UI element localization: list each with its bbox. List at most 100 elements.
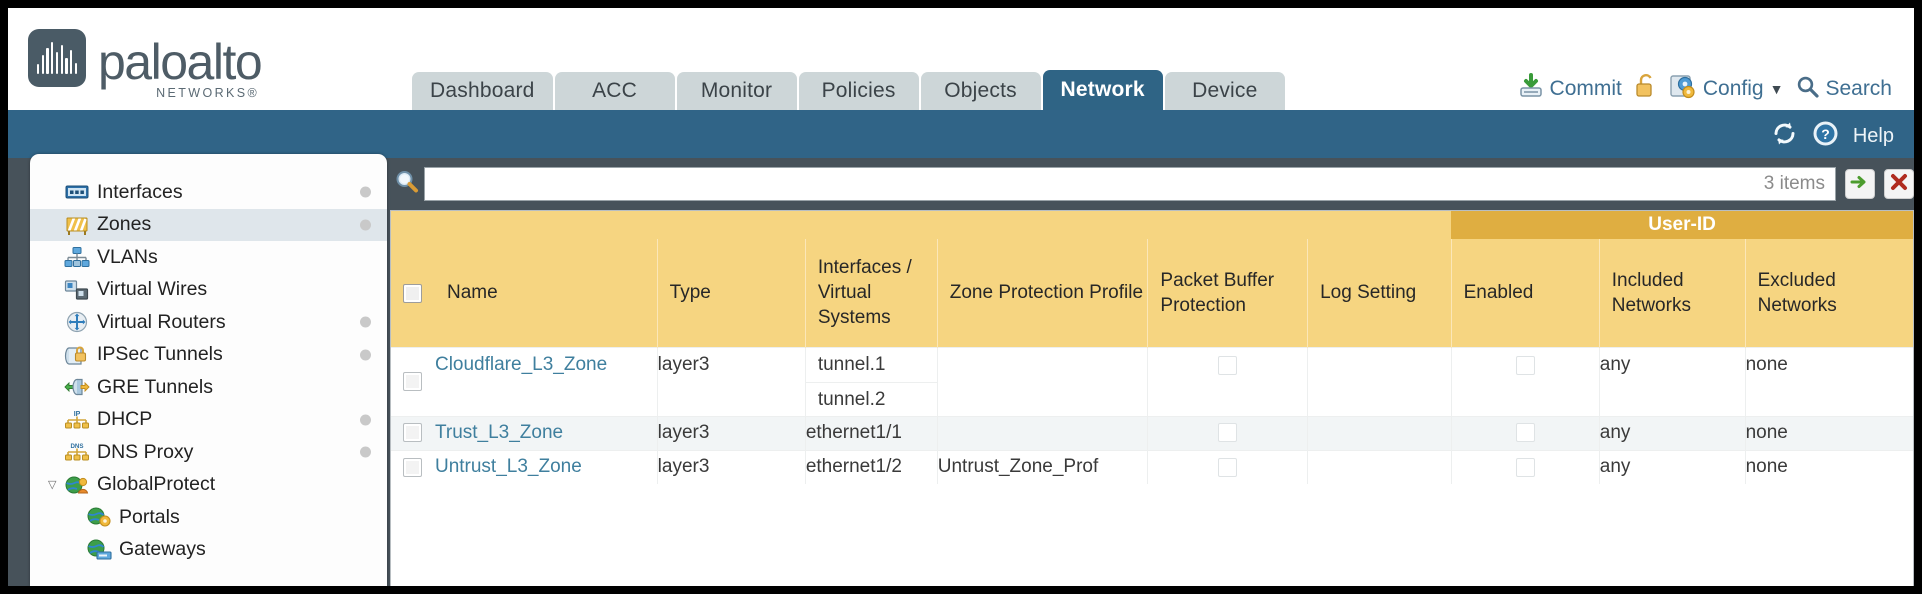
cell-name[interactable]: Untrust_L3_Zone: [434, 449, 658, 484]
userid-enabled-checkbox[interactable]: [1515, 457, 1535, 477]
sidebar-item-gateways[interactable]: Gateways: [30, 534, 387, 567]
search-input[interactable]: 3 items: [424, 167, 1836, 201]
sidebar-item-label: IPSec Tunnels: [97, 343, 223, 366]
interfaces-icon: [64, 181, 90, 203]
col-header-name[interactable]: Name: [434, 239, 658, 347]
tab-network[interactable]: Network: [1042, 70, 1163, 110]
table-row[interactable]: Trust_L3_Zone layer3 ethernet1/1: [391, 415, 1913, 450]
virtual-routers-icon: [64, 311, 90, 333]
brand-tagline: NETWORKS®: [156, 86, 260, 100]
table-row[interactable]: Cloudflare_L3_Zone layer3 tunnel.1 tunne…: [391, 346, 1913, 416]
sidebar-item-label: Virtual Wires: [97, 278, 208, 301]
lock-button[interactable]: [1635, 73, 1657, 105]
sidebar-item-vlans[interactable]: VLANs: [30, 241, 387, 274]
refresh-icon[interactable]: [1771, 120, 1798, 152]
zone-name-link[interactable]: Untrust_L3_Zone: [434, 456, 582, 478]
sidebar-item-label: DNS Proxy: [97, 440, 194, 463]
sidebar-item-dns-proxy[interactable]: DNS DNS Proxy: [30, 436, 387, 469]
cell-excluded-networks: none: [1745, 346, 1913, 416]
apply-filter-button[interactable]: [1845, 169, 1875, 199]
cell-packet-buffer-protection[interactable]: [1147, 449, 1309, 484]
expand-collapse-caret-icon[interactable]: ▽: [48, 479, 57, 492]
header-actions: Commit: [1518, 70, 1892, 108]
help-question-icon[interactable]: ?: [1812, 120, 1839, 152]
tab-objects[interactable]: Objects: [920, 72, 1041, 110]
sidebar-item-ipsec-tunnels[interactable]: IPSec Tunnels: [30, 339, 387, 372]
col-header-packet-buffer-protection[interactable]: Packet Buffer Protection: [1147, 239, 1309, 347]
cell-userid-enabled[interactable]: [1451, 415, 1600, 450]
top-header-bar: paloalto NETWORKS® Dashboard ACC Monitor…: [8, 8, 1914, 110]
items-count-label: 3 items: [1763, 173, 1825, 194]
col-header-type[interactable]: Type: [657, 239, 806, 347]
tab-acc[interactable]: ACC: [554, 72, 675, 110]
row-select-checkbox-cell[interactable]: [391, 449, 435, 484]
table-row[interactable]: Untrust_L3_Zone layer3 ethernet1/2 Untru…: [391, 449, 1913, 484]
cell-zone-protection-profile: Untrust_Zone_Prof: [937, 449, 1149, 484]
sidebar-item-label: Interfaces: [97, 180, 183, 203]
cell-userid-enabled[interactable]: [1451, 346, 1600, 416]
col-header-log-setting[interactable]: Log Setting: [1307, 239, 1452, 347]
sidebar-item-zones[interactable]: Zones: [30, 208, 387, 241]
config-menu[interactable]: Config ▼: [1670, 73, 1784, 105]
sidebar-status-dot: [360, 316, 371, 328]
row-select-checkbox[interactable]: [403, 457, 423, 477]
tab-dashboard[interactable]: Dashboard: [412, 72, 553, 110]
tab-monitor[interactable]: Monitor: [676, 72, 797, 110]
packet-buffer-protection-checkbox[interactable]: [1218, 457, 1238, 477]
packet-buffer-protection-checkbox[interactable]: [1218, 423, 1238, 443]
col-header-zone-protection-profile[interactable]: Zone Protection Profile: [937, 239, 1149, 347]
col-header-interfaces-virtual-systems[interactable]: Interfaces / Virtual Systems: [805, 239, 938, 347]
help-label[interactable]: Help: [1852, 124, 1894, 147]
cell-packet-buffer-protection[interactable]: [1147, 415, 1309, 450]
select-all-checkbox-header[interactable]: [391, 239, 435, 347]
zone-name-link[interactable]: Trust_L3_Zone: [434, 422, 564, 443]
row-select-checkbox-cell[interactable]: [391, 346, 435, 416]
sidebar-item-label: Virtual Routers: [97, 310, 226, 333]
select-all-checkbox[interactable]: [403, 283, 423, 303]
row-select-checkbox[interactable]: [403, 423, 423, 443]
cell-packet-buffer-protection[interactable]: [1147, 346, 1309, 416]
sidebar-item-label: Portals: [119, 505, 180, 528]
col-header-excluded-networks[interactable]: Excluded Networks: [1745, 239, 1913, 347]
cell-interfaces: ethernet1/2: [805, 449, 938, 484]
userid-enabled-checkbox[interactable]: [1515, 355, 1535, 375]
sidebar-item-portals[interactable]: Portals: [30, 501, 387, 534]
sidebar-item-label: GlobalProtect: [97, 473, 216, 496]
userid-enabled-checkbox[interactable]: [1515, 423, 1535, 443]
cell-name[interactable]: Cloudflare_L3_Zone: [434, 346, 658, 416]
commit-download-icon: [1518, 73, 1544, 105]
sidebar-item-gre-tunnels[interactable]: GRE Tunnels: [30, 371, 387, 404]
sidebar-item-virtual-routers[interactable]: Virtual Routers: [30, 306, 387, 339]
commit-button[interactable]: Commit: [1518, 73, 1622, 105]
col-header-included-networks[interactable]: Included Networks: [1599, 239, 1746, 347]
sidebar-item-label: Zones: [97, 213, 152, 236]
row-select-checkbox-cell[interactable]: [391, 415, 435, 450]
config-wrench-icon: [1670, 73, 1697, 105]
green-arrow-icon: [1850, 172, 1870, 197]
interface-entry: tunnel.2: [805, 381, 937, 416]
sidebar-status-dot: [360, 349, 371, 361]
zones-icon: [64, 214, 90, 236]
cell-name[interactable]: Trust_L3_Zone: [434, 415, 658, 450]
magnifier-icon[interactable]: [390, 169, 424, 200]
search-button[interactable]: Search: [1796, 75, 1892, 104]
tab-policies[interactable]: Policies: [798, 72, 919, 110]
sidebar-item-interfaces[interactable]: Interfaces: [30, 176, 387, 209]
portals-icon: [86, 506, 112, 528]
dhcp-icon: IP: [64, 409, 90, 431]
sidebar-item-globalprotect[interactable]: ▽ GlobalProtect: [30, 469, 387, 502]
cell-excluded-networks: none: [1745, 415, 1913, 450]
cell-userid-enabled[interactable]: [1451, 449, 1600, 484]
zone-name-link[interactable]: Cloudflare_L3_Zone: [434, 353, 608, 375]
row-select-checkbox[interactable]: [403, 371, 423, 391]
chevron-down-icon[interactable]: ▼: [1769, 81, 1784, 97]
vlans-icon: [64, 246, 90, 268]
sidebar-item-virtual-wires[interactable]: Virtual Wires: [30, 274, 387, 307]
col-header-userid-enabled[interactable]: Enabled: [1451, 239, 1600, 347]
sidebar-item-dhcp[interactable]: IP DHCP: [30, 404, 387, 437]
tab-device[interactable]: Device: [1164, 72, 1285, 110]
sidebar-item-label: VLANs: [97, 245, 158, 268]
packet-buffer-protection-checkbox[interactable]: [1218, 355, 1238, 375]
clear-filter-button[interactable]: [1884, 169, 1914, 199]
